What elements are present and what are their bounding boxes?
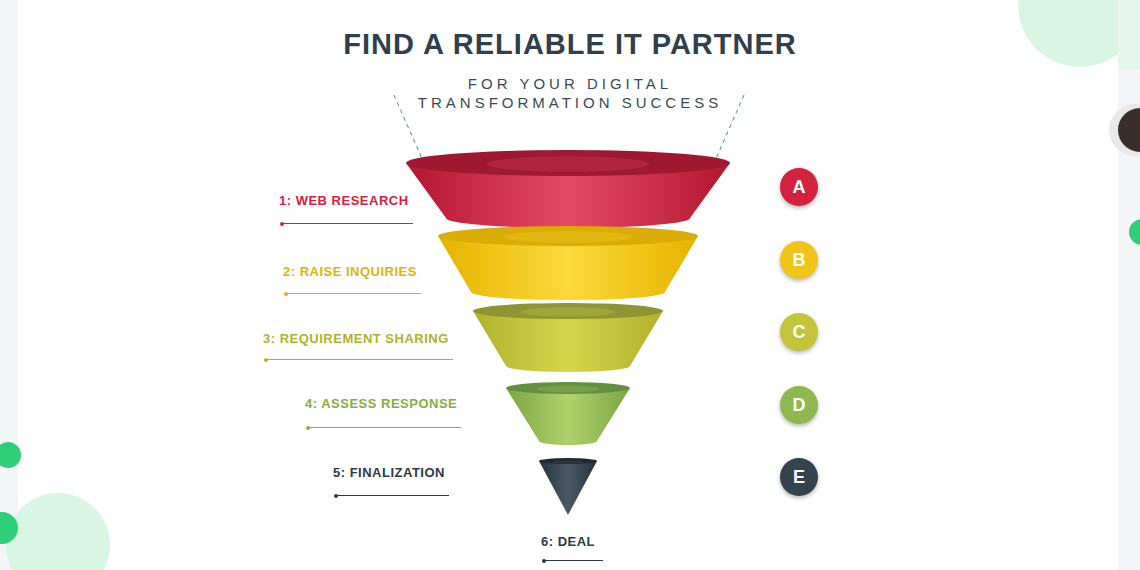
diagram-title: FIND A RELIABLE IT PARTNER [170, 26, 970, 62]
band-shape [297, 380, 632, 447]
band-shape [271, 148, 732, 230]
band-top [473, 303, 663, 319]
step-label: 3: REQUIREMENT SHARING [263, 331, 449, 347]
step-circle: E [780, 458, 818, 496]
band-shape [275, 224, 700, 302]
leader-line [337, 495, 449, 496]
step-circle: A [780, 168, 818, 206]
funnel-band: 4: ASSESS RESPONSE [297, 380, 632, 447]
step-circle: D [780, 386, 818, 424]
step-label: 2: RAISE INQUIRIES [283, 264, 417, 280]
deco-circle [6, 493, 110, 570]
funnel-band: 5: FINALIZATION [325, 456, 599, 517]
band-highlight [487, 156, 649, 172]
leader-line [283, 223, 413, 224]
leader-dot [334, 494, 338, 498]
band-top [539, 458, 597, 464]
circle-letter: E [780, 458, 818, 496]
funnel-band: 3: REQUIREMENT SHARING [255, 301, 665, 374]
band-body [506, 388, 630, 445]
deco-circle [1129, 219, 1140, 245]
band-highlight [554, 460, 583, 464]
band-top [406, 150, 730, 176]
deco-strip [1118, 0, 1140, 70]
leader-line [287, 293, 421, 294]
funnel-band: 1: WEB RESEARCH [271, 148, 732, 230]
final-step-label: 6: DEAL [541, 534, 595, 550]
step-label: 4: ASSESS RESPONSE [305, 396, 457, 412]
deco-circle [1118, 108, 1140, 152]
step-circle: C [780, 313, 818, 351]
funnel-band: 2: RAISE INQUIRIES [275, 224, 700, 302]
circle-letter: B [780, 241, 818, 279]
step-label: 1: WEB RESEARCH [279, 193, 409, 209]
band-top [438, 226, 698, 246]
leader-line [309, 427, 461, 428]
leader-dot [306, 426, 310, 430]
leader-dot [284, 292, 288, 296]
band-highlight [503, 231, 633, 243]
band-highlight [537, 385, 599, 392]
leader-dot [264, 358, 268, 362]
band-body [473, 311, 663, 372]
band-highlight [521, 307, 616, 317]
circle-letter: C [780, 313, 818, 351]
deco-circle [0, 512, 18, 544]
subtitle: FOR YOUR DIGITAL TRANSFORMATION SUCCESS [380, 74, 760, 112]
step-label: 5: FINALIZATION [333, 465, 445, 481]
leader-dot [280, 222, 284, 226]
band-top [506, 382, 630, 394]
circle-letter: A [780, 168, 818, 206]
leader-dot [542, 559, 546, 563]
leader-line [545, 560, 603, 561]
deco-circle [0, 442, 21, 468]
circle-letter: D [780, 386, 818, 424]
band-body [539, 461, 597, 515]
leader-line [267, 359, 453, 360]
deco-circle [1109, 104, 1140, 156]
step-circle: B [780, 241, 818, 279]
